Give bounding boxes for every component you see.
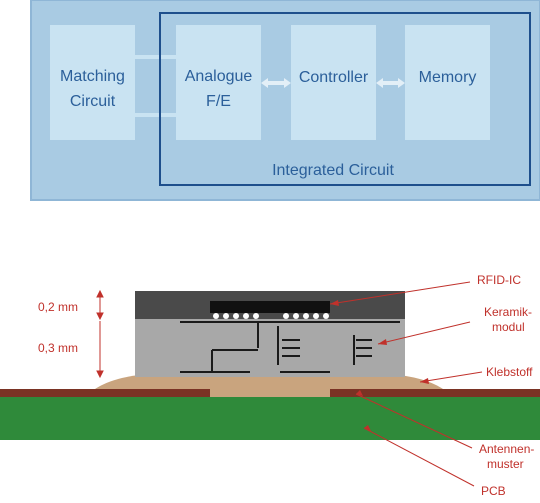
callout-arrowheads [330, 300, 429, 431]
memory-label: Memory [419, 69, 477, 86]
keramik-callout-line2: modul [492, 320, 525, 334]
connector-line-lower [134, 113, 178, 117]
klebstoff-callout: Klebstoff [486, 365, 533, 379]
rfid-ic-callout: RFID-IC [477, 273, 521, 287]
matching-circuit-label-line1: Matching [60, 68, 125, 85]
solder-bumps [213, 313, 329, 319]
analogue-fe-block [176, 25, 261, 140]
keramik-callout-line1: Keramik- [484, 305, 532, 319]
matching-circuit-block [50, 25, 135, 140]
controller-block [291, 25, 376, 140]
pcb-callout: PCB [481, 484, 506, 498]
analogue-fe-label-line1: Analogue [185, 68, 253, 85]
integrated-circuit-label: Integrated Circuit [272, 162, 394, 179]
double-arrow-icon [261, 78, 291, 88]
dimension-label-bottom: 0,3 mm [38, 341, 78, 355]
connector-line-upper [134, 55, 178, 59]
callout-lines [329, 281, 483, 487]
internal-wiring [180, 321, 400, 373]
dimension-label-top: 0,2 mm [38, 300, 78, 314]
controller-label: Controller [299, 69, 369, 86]
adhesive-gap-fill [210, 389, 330, 397]
rfid-chip [210, 301, 330, 313]
antennen-callout-line1: Antennen- [479, 442, 534, 456]
matching-circuit-label-line2: Circuit [70, 93, 116, 110]
adhesive-layer [92, 375, 446, 391]
pcb-layer [0, 396, 540, 440]
memory-block [405, 25, 490, 140]
antenna-trace-right [330, 389, 540, 397]
integrated-circuit-frame [159, 12, 531, 186]
antennen-callout-line2: muster [487, 457, 524, 471]
dimension-markers [96, 289, 104, 379]
analogue-fe-label-line2: F/E [206, 93, 231, 110]
antenna-trace-left [0, 389, 210, 397]
double-arrow-icon [376, 78, 405, 88]
